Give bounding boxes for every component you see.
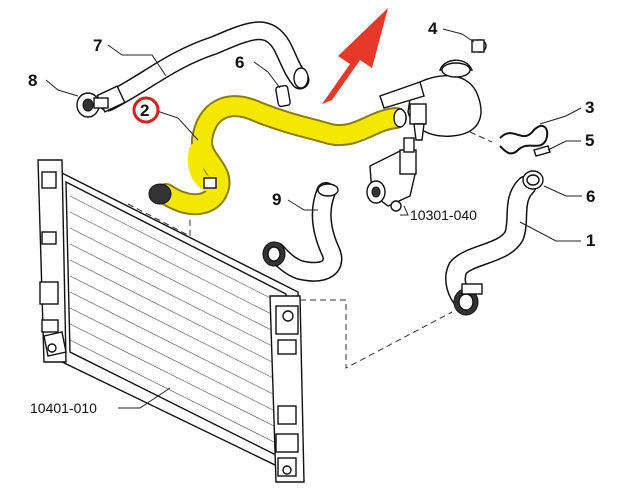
hose-7 xyxy=(96,21,310,113)
small-clip-5 xyxy=(533,145,551,157)
hose-2-clip xyxy=(203,177,217,189)
spring-clip-3 xyxy=(499,124,549,155)
hose-2-fill xyxy=(157,97,405,214)
callout-1: 1 xyxy=(586,231,595,250)
callout-9: 9 xyxy=(272,190,281,209)
callout-3: 3 xyxy=(585,98,594,117)
hose-9 xyxy=(262,182,343,282)
callout-4: 4 xyxy=(428,19,438,38)
red-arrow-icon xyxy=(322,8,388,104)
clamp-6-right xyxy=(522,170,544,190)
clamp-8 xyxy=(76,92,109,118)
callout-7: 7 xyxy=(93,36,102,55)
leader-lines xyxy=(45,28,582,409)
code-radiator: 10401-010 xyxy=(30,400,97,416)
hose-2-end-right xyxy=(393,108,407,128)
radiator xyxy=(37,159,305,483)
guide-line-upper xyxy=(127,203,191,237)
fitting-6-upper xyxy=(275,84,291,108)
guide-line-reservoir xyxy=(469,131,493,143)
callout-2: 2 xyxy=(140,101,149,120)
callout-6-right: 6 xyxy=(586,187,595,206)
expansion-reservoir xyxy=(379,39,487,141)
thermostat-housing xyxy=(366,137,417,212)
hose-2-highlighted xyxy=(148,95,407,216)
hose-2-end-left xyxy=(148,183,172,205)
callout-8: 8 xyxy=(28,71,37,90)
hose-1 xyxy=(445,175,537,316)
code-thermostat: 10301-040 xyxy=(410,207,477,223)
callout-2-ring xyxy=(132,96,160,124)
guide-line-right xyxy=(300,299,453,369)
callout-6-upper: 6 xyxy=(235,53,244,72)
callout-5: 5 xyxy=(585,131,594,150)
